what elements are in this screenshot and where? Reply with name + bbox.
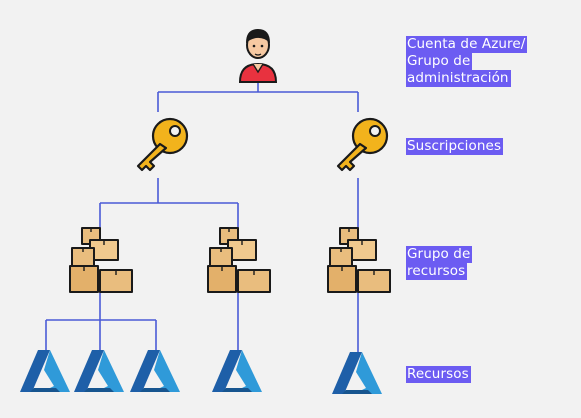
- key-icon: [336, 117, 389, 172]
- azure-logo-icon: [332, 352, 382, 394]
- label-line: Cuenta de Azure/: [406, 36, 528, 53]
- label-line: recursos: [406, 263, 468, 280]
- boxes-icon: [207, 227, 271, 293]
- label-line: Grupo de: [406, 246, 473, 263]
- label-line: Suscripciones: [406, 138, 504, 155]
- label-line: Recursos: [406, 366, 471, 383]
- label-line: Grupo de: [406, 53, 473, 70]
- azure-logo-icon: [20, 350, 70, 392]
- azure-logo-icon: [74, 350, 124, 392]
- connector-lines: [45, 82, 359, 352]
- key-icon: [136, 117, 189, 172]
- label-resources: Recursos: [406, 366, 471, 383]
- label-subscriptions: Suscripciones: [406, 138, 504, 155]
- label-line: administración: [406, 70, 511, 87]
- label-account: Cuenta de Azure/ Grupo de administración: [406, 36, 528, 87]
- person-icon: [238, 29, 278, 83]
- boxes-icon: [327, 227, 391, 293]
- boxes-icon: [69, 227, 133, 293]
- azure-logo-icon: [212, 350, 262, 392]
- label-resource-groups: Grupo de recursos: [406, 246, 473, 280]
- azure-logo-icon: [130, 350, 180, 392]
